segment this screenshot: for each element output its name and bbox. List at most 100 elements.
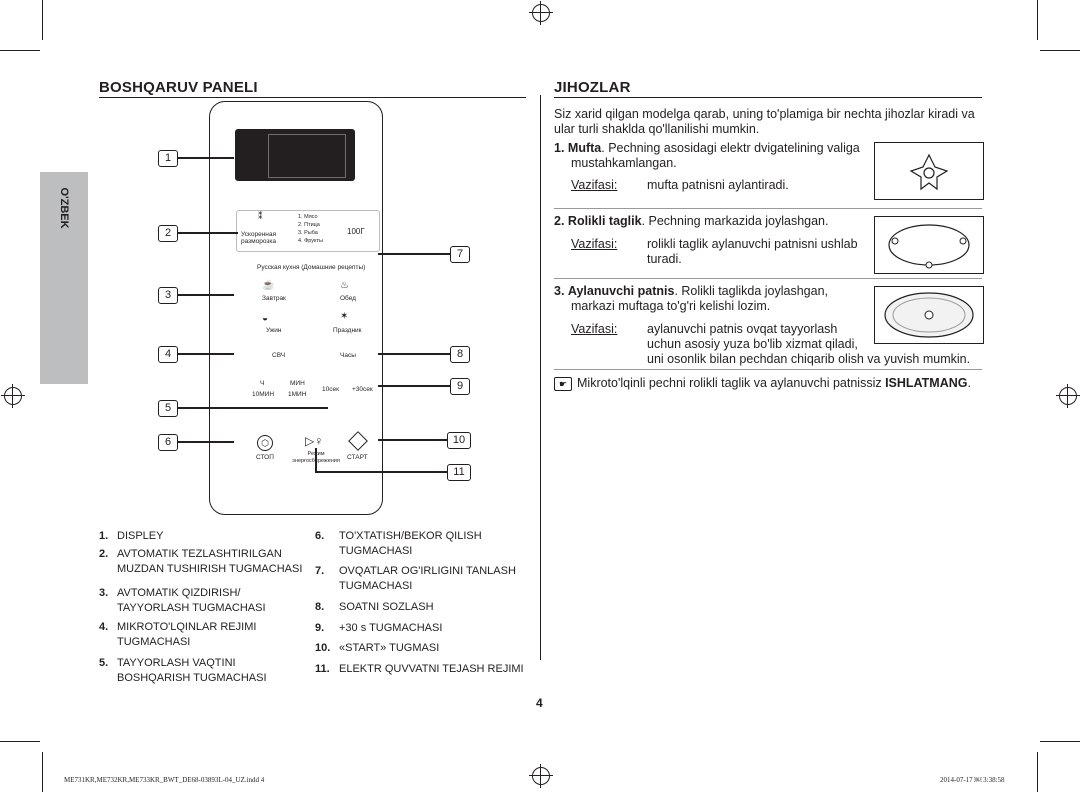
10sec-label: 10сек xyxy=(322,386,339,393)
legend-number: 1. xyxy=(99,530,109,542)
holiday-label: Праздник xyxy=(333,327,362,334)
crop-mark xyxy=(1037,0,1038,40)
callout-line xyxy=(178,353,234,355)
crop-mark xyxy=(0,741,40,742)
legend-item: 8. SOATNI SOZLASH xyxy=(315,600,434,615)
legend-number: 7. xyxy=(315,565,325,577)
intro-line: Siz xarid qilgan modelga qarab, uning to… xyxy=(554,107,975,121)
note-text: Mikroto'lqinli pechni rolikli taglik va … xyxy=(577,376,886,390)
legend-item: 4. MIKROTO'LQINLAR REJIMI TUGMACHASI xyxy=(99,620,256,649)
legend-text: OVQATLAR OG'IRLIGINI TANLASH xyxy=(339,565,516,577)
legend-number: 9. xyxy=(315,622,325,634)
page-number: 4 xyxy=(536,696,543,710)
title-rule xyxy=(99,97,526,98)
10min-label: 10МИН xyxy=(252,391,275,398)
defrost-item: 2. Птица xyxy=(298,222,320,228)
legend-text: BOSHQARISH TUGMACHASI xyxy=(117,671,267,684)
start-label: СТАРТ xyxy=(347,454,368,461)
defrost-item: 1. Мясо xyxy=(298,214,318,220)
callout-7: 7 xyxy=(450,246,470,263)
roller-ring-image xyxy=(874,216,984,274)
note-bold: ISHLATMANG xyxy=(885,376,968,390)
holiday-icon: ✶ xyxy=(340,311,349,322)
legend-text: TAYYORLASH TUGMACHASI xyxy=(117,601,266,614)
breakfast-label: Завтрак xyxy=(262,295,286,302)
legend-number: 4. xyxy=(99,621,109,633)
language-tab-label: O'ZBEK xyxy=(58,187,70,229)
stop-icon: ⬡ xyxy=(257,435,273,451)
legend-number: 8. xyxy=(315,601,325,613)
legend-text: TUGMACHASI xyxy=(339,579,413,592)
accessory-divider xyxy=(554,208,982,209)
dinner-label: Ужин xyxy=(266,327,282,334)
stop-label: СТОП xyxy=(256,454,274,461)
crop-mark xyxy=(42,0,43,40)
crop-mark xyxy=(1040,741,1080,742)
legend-number: 11. xyxy=(315,663,330,675)
left-section-title: BOSHQARUV PANELI xyxy=(99,79,258,96)
callout-line xyxy=(378,385,450,387)
callout-line xyxy=(178,441,234,443)
legend-text: TO'XTATISH/BEKOR QILISH xyxy=(339,530,482,542)
accessory-2-title: 2. Rolikli taglik. Pechning markazida jo… xyxy=(554,214,828,229)
legend-text: TUGMACHASI xyxy=(117,635,191,648)
weight-label: 100Г xyxy=(347,227,365,236)
legend-text: DISPLEY xyxy=(117,530,164,542)
callout-1: 1 xyxy=(158,150,178,167)
accessory-2-purpose: turadi. xyxy=(647,252,682,266)
accessory-3-title: 3. Aylanuvchi patnis. Rolikli taglikda j… xyxy=(554,284,828,299)
accessory-number: 1. xyxy=(554,141,565,155)
legend-text: SOATNI SOZLASH xyxy=(339,601,434,613)
language-tab: O'ZBEK xyxy=(40,172,88,384)
legend-text: «START» TUGMASI xyxy=(339,642,440,654)
callout-line xyxy=(178,232,238,234)
legend-text: MIKROTO'LQINLAR REJIMI xyxy=(117,621,257,633)
legend-item: 9. +30 s TUGMACHASI xyxy=(315,621,442,636)
defrost-icon: ⁑ xyxy=(258,211,263,221)
purpose-label: Vazifasi: xyxy=(571,178,618,192)
accessory-1-desc2: mustahkamlangan. xyxy=(571,156,677,170)
defrost-label: Ускоренная разморозка xyxy=(241,231,277,245)
accessory-name: Rolikli taglik xyxy=(567,214,642,228)
microwave-label: СВЧ xyxy=(272,352,286,359)
display-window xyxy=(268,134,346,178)
crop-mark xyxy=(1040,50,1080,51)
purpose-label: Vazifasi: xyxy=(571,322,618,336)
accessory-1-purpose-label: Vazifasi: xyxy=(571,178,617,193)
accessory-divider xyxy=(554,278,982,279)
footer-timestamp: 2014-07-17 ￼ 3:38:58 xyxy=(940,776,1005,784)
accessory-name: Mufta xyxy=(567,141,602,155)
registration-mark-icon xyxy=(529,1,553,25)
warning-note: Mikroto'lqinli pechni rolikli taglik va … xyxy=(577,376,971,391)
eco-icon: ▷♀ xyxy=(305,434,324,448)
legend-item: 11.ELEKTR QUVVATNI TEJASH REJIMI xyxy=(315,662,524,677)
note-hand-icon: ☛ xyxy=(554,377,572,391)
column-divider xyxy=(540,95,541,660)
callout-6: 6 xyxy=(158,434,178,451)
clock-label: Часы xyxy=(340,352,356,359)
legend-text: +30 s TUGMACHASI xyxy=(339,622,443,634)
callout-line xyxy=(178,294,234,296)
accessory-2-purpose-label: Vazifasi: xyxy=(571,237,617,252)
legend-text: TAYYORLASH VAQTINI xyxy=(117,657,236,669)
accessory-1-purpose: mufta patnisni aylantiradi. xyxy=(647,178,789,192)
legend-text: AVTOMATIK QIZDIRISH/ xyxy=(117,587,241,599)
registration-mark-icon xyxy=(1056,384,1080,408)
turntable-icon xyxy=(884,292,974,338)
breakfast-icon: ☕ xyxy=(262,280,275,291)
crop-mark xyxy=(42,752,43,792)
coupler-icon xyxy=(909,153,949,191)
accessory-3-desc2: markazi muftaga to'g'ri kelishi lozim. xyxy=(571,299,771,313)
legend-text: MUZDAN TUSHIRISH TUGMACHASI xyxy=(117,562,303,575)
callout-11: 11 xyxy=(447,464,471,481)
accessory-2-purpose: rolikli taglik aylanuvchi patnisni ushla… xyxy=(647,237,858,251)
legend-item: 1. DISPLEY xyxy=(99,529,163,544)
intro-line: ular turli shaklda qo'llanilishi mumkin. xyxy=(554,122,760,136)
callout-4: 4 xyxy=(158,346,178,363)
callout-line xyxy=(378,353,450,355)
callout-line xyxy=(378,439,447,441)
hour-label: Ч xyxy=(260,380,265,387)
accessory-desc: . Pechning markazida joylashgan. xyxy=(641,214,829,228)
